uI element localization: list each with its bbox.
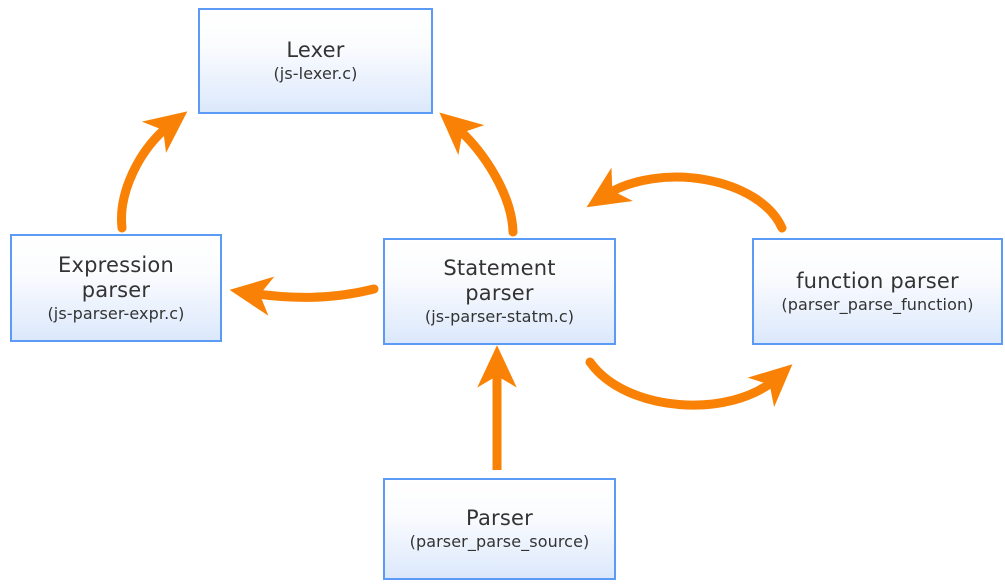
edge-statement-parser-to-lexer	[439, 112, 518, 237]
node-lexer[interactable]: Lexer (js-lexer.c)	[198, 8, 433, 114]
edge-function-parser-to-statement-parser	[586, 167, 787, 233]
edge-expression-parser-to-lexer	[117, 111, 188, 233]
node-expression-parser-subtitle: (js-parser-expr.c)	[47, 303, 185, 323]
node-expression-parser-title: Expression parser	[58, 252, 174, 302]
node-statement-parser-title: Statement parser	[443, 256, 556, 305]
node-lexer-title: Lexer	[286, 38, 345, 62]
edge-statement-parser-to-expression-parser	[229, 276, 379, 316]
node-parser-title: Parser	[466, 506, 533, 530]
node-statement-parser[interactable]: Statement parser (js-parser-statm.c)	[383, 238, 616, 345]
edge-statement-parser-to-function-parser	[585, 357, 793, 410]
node-expression-parser[interactable]: Expression parser (js-parser-expr.c)	[10, 234, 222, 342]
node-parser-subtitle: (parser_parse_source)	[409, 532, 590, 551]
node-statement-parser-subtitle: (js-parser-statm.c)	[424, 307, 575, 326]
node-lexer-subtitle: (js-lexer.c)	[273, 64, 358, 83]
node-function-parser-title: function parser	[796, 268, 959, 293]
node-function-parser-subtitle: (parser_parse_function)	[781, 294, 974, 314]
node-function-parser[interactable]: function parser (parser_parse_function)	[752, 238, 1003, 345]
node-parser[interactable]: Parser (parser_parse_source)	[383, 478, 616, 580]
